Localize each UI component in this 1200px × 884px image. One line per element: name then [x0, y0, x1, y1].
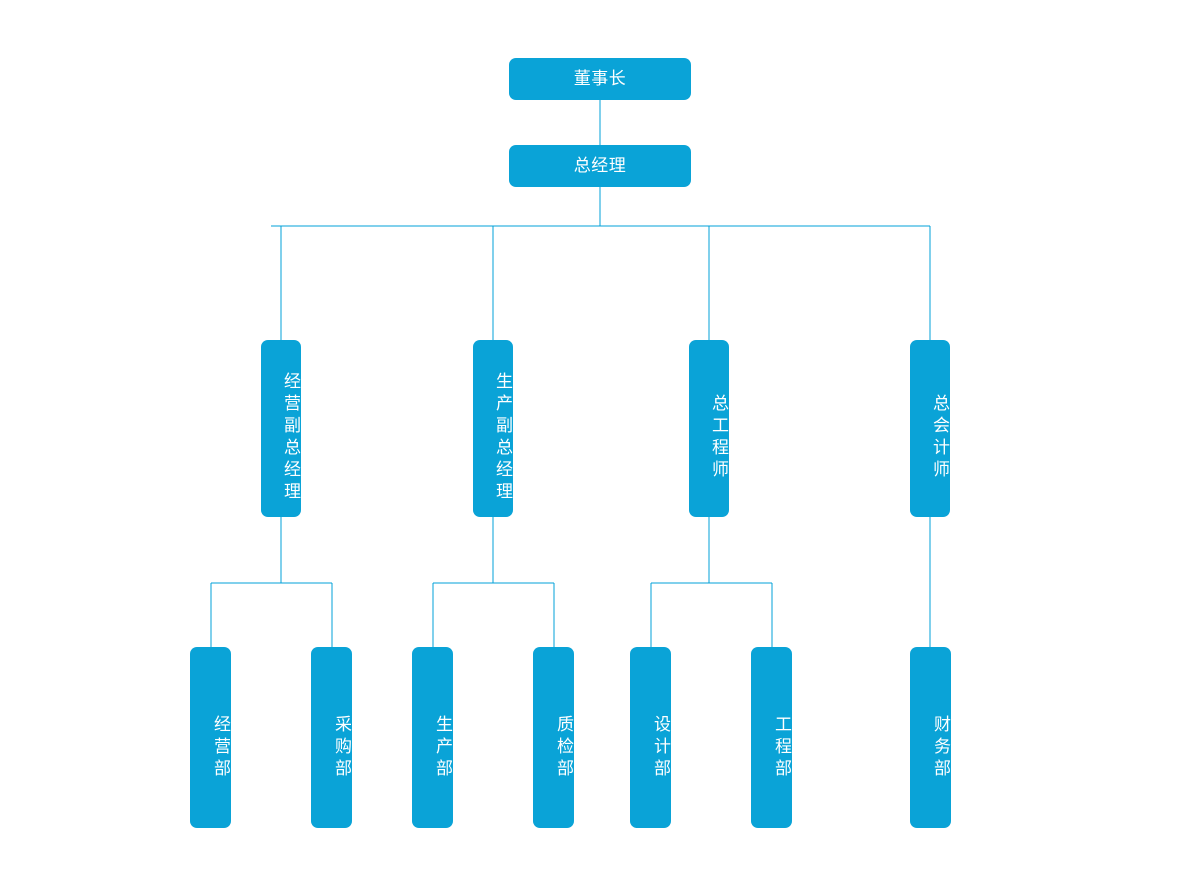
org-node-finance-dept[interactable]: 财务部 — [910, 647, 951, 828]
org-node-chief-accountant[interactable]: 总会计师 — [910, 340, 950, 517]
org-node-business-dept[interactable]: 经营部 — [190, 647, 231, 828]
org-node-production-vp[interactable]: 生产副总经理 — [473, 340, 513, 517]
org-node-purchasing-dept[interactable]: 采购部 — [311, 647, 352, 828]
org-node-design-dept[interactable]: 设计部 — [630, 647, 671, 828]
org-node-chief-engineer[interactable]: 总工程师 — [689, 340, 729, 517]
org-node-business-vp[interactable]: 经营副总经理 — [261, 340, 301, 517]
org-node-quality-dept[interactable]: 质检部 — [533, 647, 574, 828]
org-node-engineering-dept[interactable]: 工程部 — [751, 647, 792, 828]
org-node-production-dept[interactable]: 生产部 — [412, 647, 453, 828]
org-node-chairman[interactable]: 董事长 — [509, 58, 691, 100]
org-node-general-manager[interactable]: 总经理 — [509, 145, 691, 187]
